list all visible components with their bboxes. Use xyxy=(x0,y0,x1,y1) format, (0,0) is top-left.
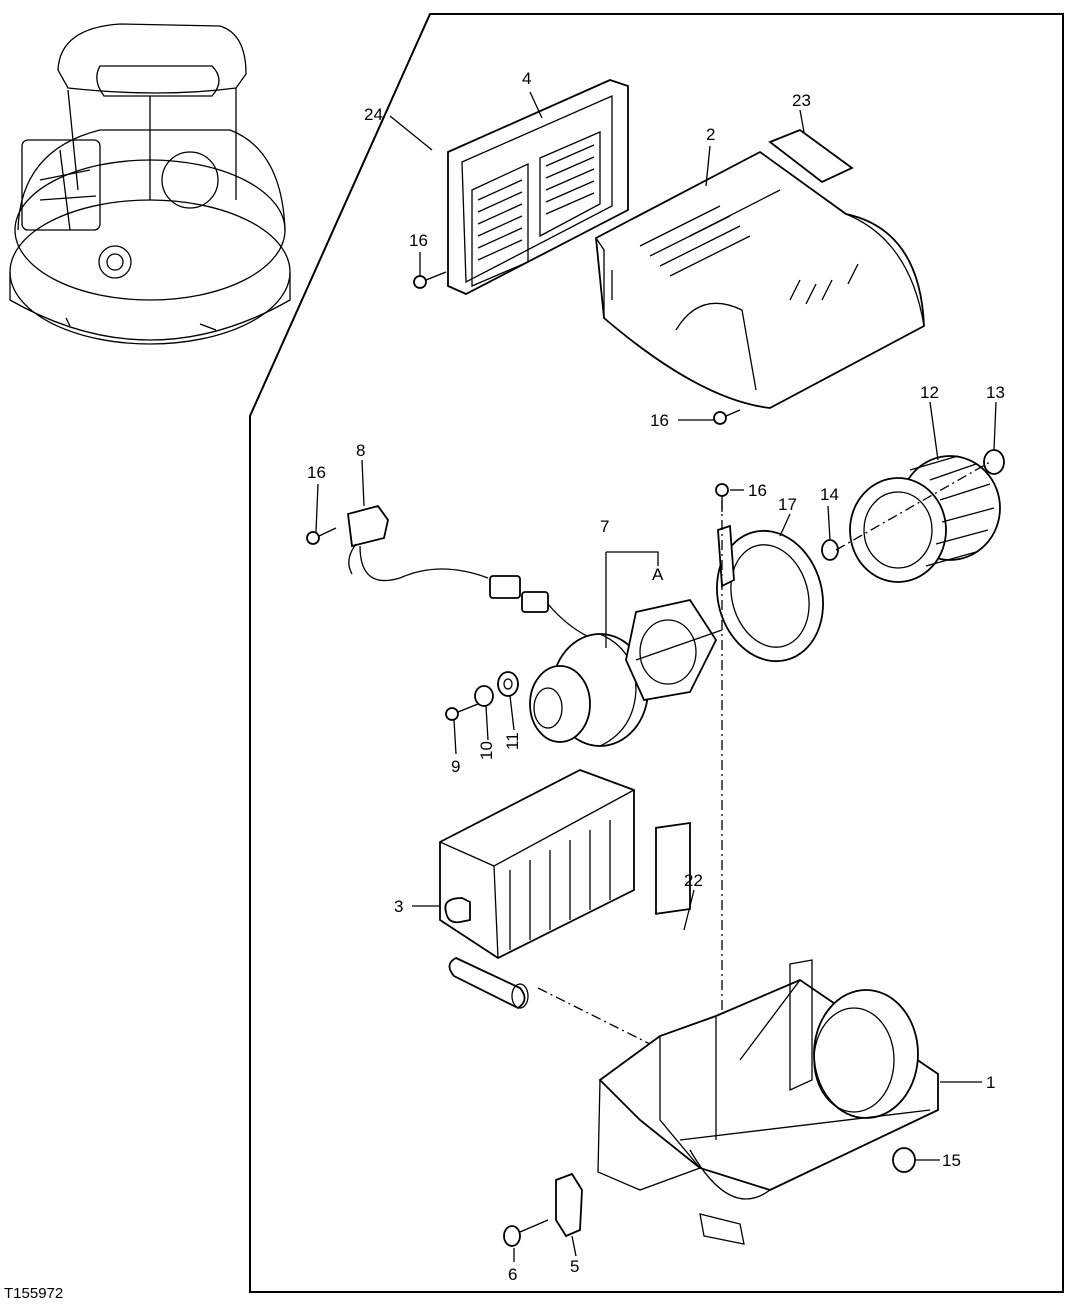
label-plate-23-icon xyxy=(768,128,854,184)
callout-16: 16 xyxy=(307,463,326,482)
callout-9: 9 xyxy=(451,757,460,776)
callout-13: 13 xyxy=(986,383,1005,402)
mounting-plate-A-icon xyxy=(625,598,718,702)
bolt-icon xyxy=(503,1219,549,1247)
callout-6: 6 xyxy=(508,1265,517,1284)
bolt-washer-nut-icon xyxy=(445,671,519,721)
callout-11: 11 xyxy=(503,732,522,750)
callout-22: 22 xyxy=(684,871,703,890)
callout-14: 14 xyxy=(820,485,839,504)
callout-8: 8 xyxy=(356,441,365,460)
seal-strip-22-icon xyxy=(655,822,691,915)
blower-motor-icon xyxy=(529,633,649,747)
callout-16: 16 xyxy=(650,411,669,430)
callout-23: 23 xyxy=(792,91,811,110)
callout-5: 5 xyxy=(570,1257,579,1276)
callout-1: 1 xyxy=(986,1073,995,1092)
fan-wheel-icon xyxy=(849,455,1001,583)
fan-housing-ring-icon xyxy=(716,524,824,663)
callout-15: 15 xyxy=(942,1151,961,1170)
callout-A: A xyxy=(652,565,664,584)
washer-icon xyxy=(821,539,839,561)
callout-16: 16 xyxy=(409,231,428,250)
callout-12: 12 xyxy=(920,383,939,402)
callout-labels: 24 4 23 2 16 16 16 16 8 7 A 17 14 12 13 … xyxy=(307,69,1005,1284)
heater-core-icon xyxy=(439,769,635,1010)
callout-2: 2 xyxy=(706,125,715,144)
excavator-cab-overview-icon xyxy=(9,23,291,345)
nut-icon xyxy=(983,449,1005,475)
callout-7: 7 xyxy=(600,517,609,536)
callout-3: 3 xyxy=(394,897,403,916)
clip-icon xyxy=(892,1147,916,1173)
resistor-harness-icon xyxy=(347,504,597,641)
bracket-icon xyxy=(555,1172,583,1238)
callout-16: 16 xyxy=(748,481,767,500)
callout-4: 4 xyxy=(522,69,531,88)
filter-grille-icon xyxy=(447,79,629,295)
heater-cover-icon xyxy=(595,150,925,409)
callout-24: 24 xyxy=(364,105,383,124)
callout-10: 10 xyxy=(477,741,496,760)
leader-lines xyxy=(315,91,997,1262)
heater-case-icon xyxy=(597,959,939,1245)
callout-17: 17 xyxy=(778,495,797,514)
figure-id: T155972 xyxy=(4,1285,63,1302)
detail-frame xyxy=(249,13,1064,1293)
